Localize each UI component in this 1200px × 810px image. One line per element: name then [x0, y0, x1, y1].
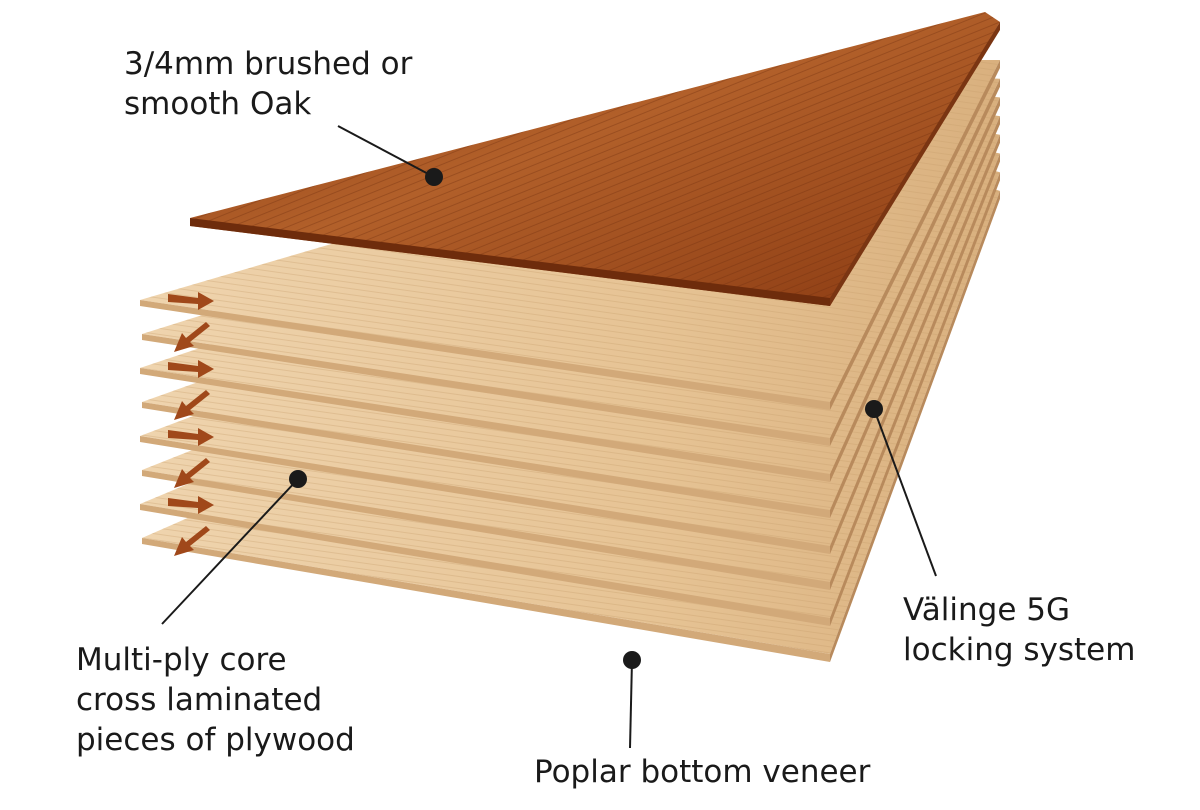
- label-bottom-line-1: Poplar bottom veneer: [534, 754, 871, 790]
- arrow-right-icon: [168, 496, 214, 514]
- label-locking-line-2: locking system: [903, 632, 1136, 668]
- arrow-down-icon: [174, 322, 210, 352]
- label-top-veneer-line-1: 3/4mm brushed or: [124, 46, 413, 82]
- label-core-line-1: Multi-ply core: [76, 642, 287, 678]
- callout-line-locking: [873, 408, 937, 577]
- callout-dot-core: [289, 470, 307, 488]
- callout-dot-top-veneer: [425, 168, 443, 186]
- callout-lines: [161, 125, 937, 749]
- callout-dot-locking: [865, 400, 883, 418]
- label-top-veneer-line-2: smooth Oak: [124, 86, 312, 122]
- label-core-line-3: pieces of plywood: [76, 722, 355, 758]
- label-locking-line-1: Välinge 5G: [903, 592, 1071, 628]
- callout-line-top-veneer: [337, 125, 435, 178]
- callout-line-bottom: [629, 659, 633, 749]
- label-top-veneer: 3/4mm brushed or smooth Oak: [124, 44, 412, 124]
- arrow-down-icon: [174, 390, 210, 420]
- arrow-down-icon: [174, 458, 210, 488]
- arrow-right-icon: [168, 428, 214, 446]
- oak-top-layer: [190, 12, 1000, 306]
- label-locking-system: Välinge 5G locking system: [903, 590, 1135, 670]
- callout-dot-bottom: [623, 651, 641, 669]
- label-core-line-2: cross laminated: [76, 682, 323, 718]
- callout-line-core: [161, 478, 299, 625]
- arrow-right-icon: [168, 360, 214, 378]
- label-core: Multi-ply core cross laminated pieces of…: [76, 640, 355, 760]
- label-bottom-veneer: Poplar bottom veneer: [534, 752, 870, 792]
- grain-direction-arrows: [168, 292, 214, 556]
- arrow-right-icon: [168, 292, 214, 310]
- arrow-down-icon: [174, 526, 210, 556]
